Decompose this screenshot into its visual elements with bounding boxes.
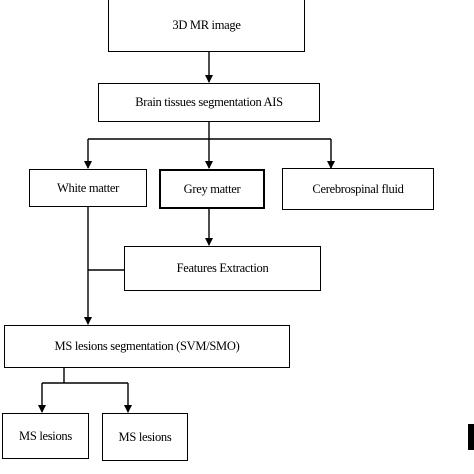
node-ms-lesions-segmentation: MS lesions segmentation (SVM/SMO) <box>4 325 290 368</box>
node-features-extraction: Features Extraction <box>124 246 321 291</box>
node-features-extraction-label: Features Extraction <box>176 261 269 275</box>
node-ms-lesions-segmentation-label: MS lesions segmentation (SVM/SMO) <box>54 339 240 353</box>
node-white-matter: White matter <box>29 169 147 207</box>
node-white-matter-label: White matter <box>57 180 119 195</box>
node-ms-lesions-1: MS lesions <box>2 413 89 459</box>
node-ms-lesions-1-label: MS lesions <box>19 428 72 443</box>
cropped-edge-mark <box>468 424 474 450</box>
node-mri-image-label: 3D MR image <box>172 17 241 32</box>
node-grey-matter: Grey matter <box>159 169 265 209</box>
node-mri-image: 3D MR image <box>108 0 305 52</box>
node-ms-lesions-2: MS lesions <box>102 413 188 461</box>
node-grey-matter-label: Grey matter <box>183 181 241 196</box>
node-ms-lesions-2-label: MS lesions <box>118 429 172 444</box>
node-brain-segmentation-label: Brain tissues segmentation AIS <box>135 95 283 109</box>
node-cerebrospinal-fluid-label: Cerebrospinal fluid <box>312 181 404 196</box>
node-brain-segmentation: Brain tissues segmentation AIS <box>98 83 320 122</box>
node-cerebrospinal-fluid: Cerebrospinal fluid <box>282 168 434 210</box>
